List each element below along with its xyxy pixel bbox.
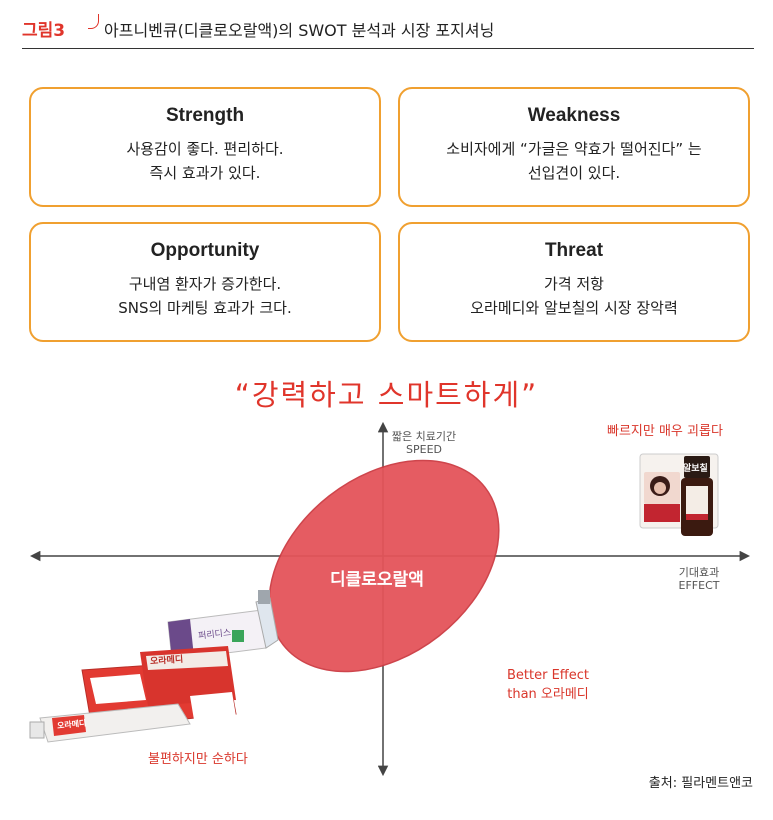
swot-strength-line-1: 사용감이 좋다. 편리하다. (126, 140, 284, 158)
better-effect-line-2: than 오라메디 (507, 687, 589, 702)
swot-threat-line-2: 오라메디와 알보칠의 시장 장악력 (470, 299, 678, 317)
swot-weakness-line-1: 소비자에게 “가글은 약효가 떨어진다” 는 (446, 140, 702, 158)
oramedi-box-label: 오라메디 (149, 654, 184, 668)
figure-number-bracket (88, 14, 99, 29)
y-axis-label-en: SPEED (406, 443, 442, 456)
top-right-note: 빠르지만 매우 괴롭다 (607, 424, 723, 439)
positioning-bubble (268, 459, 500, 673)
better-effect-line-1: Better Effect (507, 668, 589, 683)
swot-strength-title: Strength (165, 105, 245, 126)
albothyl-bottle-illustration (639, 453, 719, 536)
figure-header: 그림3 아프니벤큐(디클로오랄액)의 SWOT 분석과 시장 포지셔닝 (22, 14, 754, 49)
x-axis-label-kr: 기대효과 (678, 566, 720, 579)
swot-strength-box: Strength 사용감이 좋다. 편리하다. 즉시 효과가 있다. (29, 87, 381, 207)
oramedi-tube-illustration (29, 703, 191, 743)
x-axis-label-en: EFFECT (678, 579, 720, 592)
better-effect-note: Better Effect than 오라메디 (498, 666, 598, 704)
figure-title: 아프니벤큐(디클로오랄액)의 SWOT 분석과 시장 포지셔닝 (104, 21, 495, 40)
swot-opportunity-line-2: SNS의 마케팅 효과가 크다. (118, 299, 292, 317)
source-credit: 출처: 필라멘트앤코 (648, 776, 753, 791)
swot-opportunity-title: Opportunity (150, 240, 260, 261)
swot-weakness-box: Weakness 소비자에게 “가글은 약효가 떨어진다” 는 선입견이 있다. (398, 87, 750, 207)
y-axis-label: 짧은 치료기간 SPEED (385, 430, 463, 456)
bottom-left-note: 불편하지만 순하다 (148, 752, 248, 767)
swot-strength-line-2: 즉시 효과가 있다. (149, 164, 261, 182)
swot-threat-title: Threat (544, 240, 604, 261)
x-axis-label: 기대효과 EFFECT (664, 566, 734, 592)
swot-weakness-title: Weakness (527, 105, 621, 126)
swot-opportunity-line-1: 구내염 환자가 증가한다. (128, 275, 282, 293)
swot-weakness-line-2: 선입견이 있다. (527, 164, 621, 182)
figure-number: 그림3 (22, 21, 66, 41)
y-axis-label-kr: 짧은 치료기간 (391, 430, 457, 443)
swot-threat-box: Threat 가격 저항 오라메디와 알보칠의 시장 장악력 (398, 222, 750, 342)
bubble-label: 디클로오랄액 (330, 570, 424, 590)
chart-slogan: “강력하고 스마트하게” (234, 378, 539, 412)
swot-opportunity-box: Opportunity 구내염 환자가 증가한다. SNS의 마케팅 효과가 크… (29, 222, 381, 342)
swot-threat-line-1: 가격 저항 (544, 275, 604, 293)
albothyl-label: 알보칠 (683, 464, 708, 474)
